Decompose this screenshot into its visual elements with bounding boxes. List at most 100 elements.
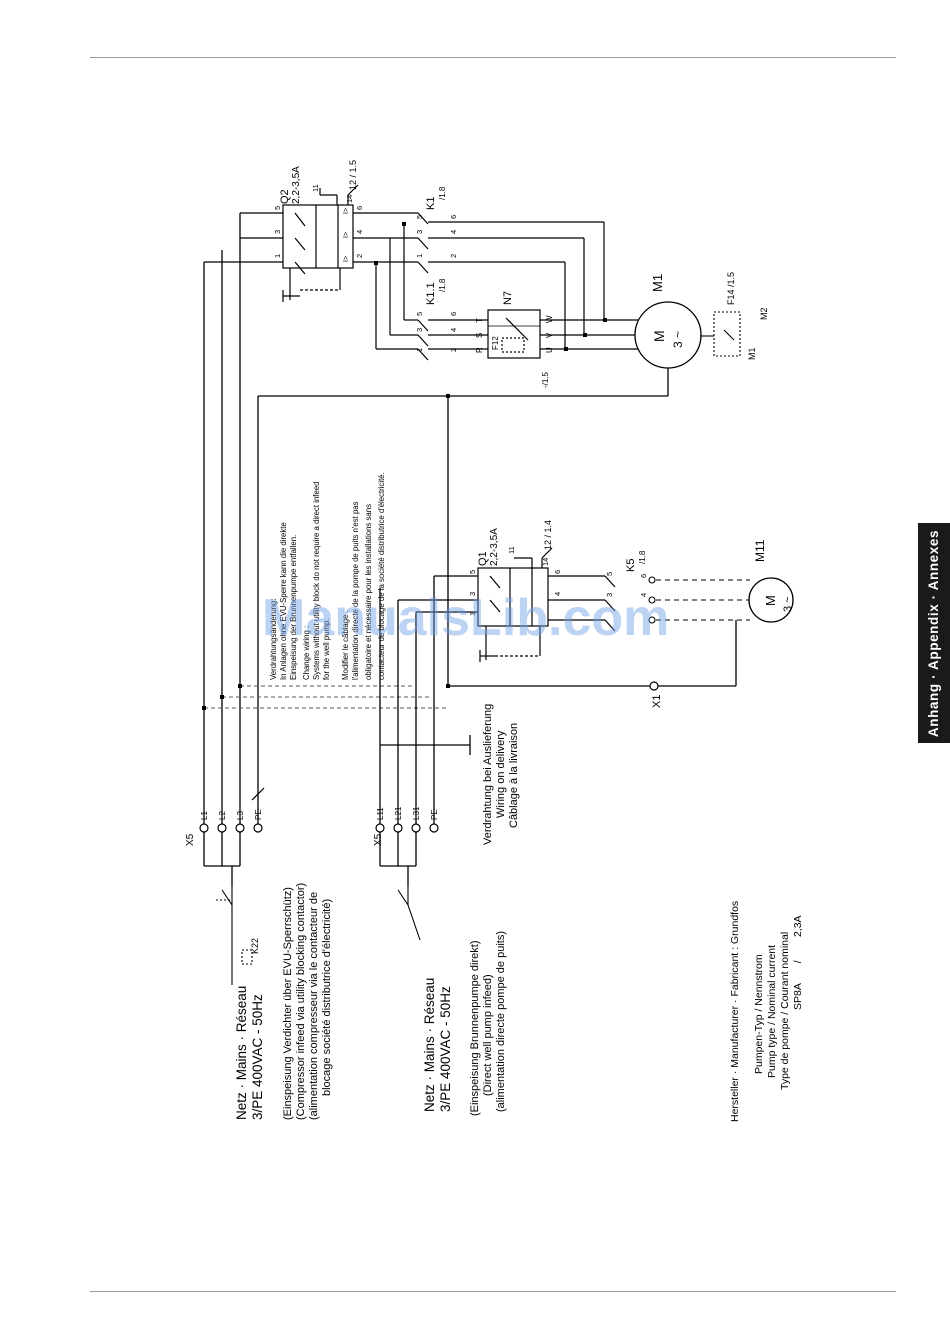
- supply1-notes: (Einspeisung Verdichter über EVU-Sperrsc…: [282, 883, 333, 1120]
- motor-m11: [748, 577, 794, 623]
- line-label-l11: L11: [376, 807, 385, 820]
- supply1-note3: (alimentation compresseur via le contact…: [308, 892, 320, 1120]
- n7-t: T: [475, 318, 484, 323]
- q2-t11: 11: [311, 184, 320, 192]
- k11-t6: 6: [449, 312, 458, 316]
- delivery-note: Verdrahtung bei Auslieferung Wiring on d…: [482, 704, 520, 845]
- k5-contactor: [604, 575, 616, 632]
- f12-ref: -/1.5: [541, 371, 550, 388]
- footer-rule: [90, 1291, 896, 1292]
- n7-u: U: [545, 347, 554, 353]
- line-label-l1: L1: [200, 811, 209, 820]
- q2-rating: 2,2-3,5A: [291, 166, 302, 204]
- q1-rating: 2,2-3,5A: [489, 528, 500, 566]
- wiring-change-l9: obligatoire et nécessaire pour les insta…: [364, 504, 373, 680]
- k5-t5: 5: [605, 572, 614, 576]
- q1-aux: 12 / 1.4: [543, 520, 553, 550]
- pe-slash: [251, 787, 265, 801]
- n7-s: S: [475, 333, 484, 338]
- k11-t3: 3: [415, 328, 424, 332]
- k1-contactor: [375, 212, 605, 349]
- m11-dashed-wires: [656, 579, 750, 621]
- supply2-note2: (Direct well pump infeed): [482, 974, 494, 1096]
- k5-t4: 4: [639, 593, 648, 597]
- delivery-dashed-links: [204, 685, 448, 709]
- q1-t4: 4: [553, 592, 562, 596]
- wiring-change-l2: In Anlagen ohne EVU-Sperre kann die dire…: [279, 522, 288, 680]
- supply2-title: Netz · Mains · Réseau 3/PE 400VAC - 50Hz: [422, 978, 453, 1112]
- q2-t1: 1: [273, 254, 282, 258]
- q2-t5: 5: [273, 206, 282, 210]
- q2-t3: 3: [273, 230, 282, 234]
- m11-label: M11: [753, 539, 767, 562]
- m1-thermal: [700, 311, 741, 357]
- k5-ref: /1.8: [638, 550, 647, 564]
- x5-upper-label: X5: [185, 833, 196, 846]
- header-rule: [90, 57, 896, 58]
- supply2-notes: (Einspeisung Brunnenpumpe direkt) (Direc…: [469, 931, 507, 1116]
- supply1-title: Netz · Mains · Réseau 3/PE 400VAC - 50Hz: [234, 986, 265, 1120]
- wiring-change-l8: l'alimentation directe de la pompe de pu…: [351, 501, 360, 680]
- supply2-lines: [379, 396, 737, 886]
- k5-label: K5: [625, 559, 637, 572]
- motor-m1: [634, 301, 702, 396]
- k22-label: K22: [250, 938, 260, 954]
- q2-t6: 6: [355, 206, 364, 210]
- q2-t4: 4: [355, 230, 364, 234]
- k5-t3: 3: [605, 593, 614, 597]
- n7-r: R: [475, 347, 484, 353]
- delivery-line3: Câblage à la livraison: [508, 723, 520, 828]
- q2-ig3: I>: [343, 208, 350, 214]
- line-label-pe2: PE: [430, 809, 439, 820]
- line-label-l3: L3: [236, 811, 245, 820]
- manufacturer-l2: Pumpen-Typ / Nennstrom: [753, 954, 765, 1074]
- f14-label: F14 /1.5: [726, 272, 736, 305]
- k11-label: K1.1: [425, 282, 437, 305]
- wiring-change-l1: Verdrahtungsänderung:: [269, 599, 278, 681]
- wiring-change-l10: contacteur de blocage de la société dist…: [377, 472, 386, 680]
- k22-symbol: [216, 886, 421, 985]
- n7-w: W: [545, 315, 554, 323]
- x5-lower-label: X5: [373, 833, 384, 846]
- supply1-title-line2: 3/PE 400VAC - 50Hz: [250, 994, 265, 1120]
- wiring-change-l7: Modifier le câblage :: [341, 610, 350, 680]
- n7-v: V: [545, 332, 554, 338]
- line-label-pe: PE: [254, 809, 263, 820]
- supply1-lines: [203, 212, 668, 886]
- supply2-title-line2: 3/PE 400VAC - 50Hz: [438, 986, 453, 1112]
- k11-n7-block: [376, 309, 644, 361]
- m11-motor-3: 3 ~: [782, 596, 794, 612]
- k11-t5: 5: [415, 312, 424, 316]
- k1-ref: /1.8: [438, 186, 447, 200]
- x1-label: X1: [651, 695, 663, 708]
- delivery-line2: Wiring on delivery: [495, 730, 507, 818]
- line-label-l2: L2: [218, 811, 227, 820]
- q2-aux: 12 / 1.5: [348, 160, 358, 190]
- component-labels: Q2 2,2-3,5A 12 / 1.5 K1 /1.8 K1.1 /1.8 N…: [273, 160, 794, 708]
- watermark: ManualsLib.com: [262, 589, 669, 647]
- q1-label: Q1: [477, 551, 489, 566]
- f12-label: F12: [491, 336, 500, 350]
- m11-motor-m: M: [763, 595, 778, 606]
- k1-label: K1: [425, 197, 437, 210]
- m1s-label: M1: [747, 347, 757, 360]
- wiring-change-l5: Systems without utility block do not req…: [312, 482, 321, 681]
- q2-t2: 2: [355, 254, 364, 258]
- k5-terminals: [648, 576, 656, 624]
- k1-t1: 1: [415, 254, 424, 258]
- k1-t2: 2: [449, 254, 458, 258]
- line-label-l31: L31: [412, 806, 421, 820]
- wiring-change-l4: Change wiring :: [302, 626, 311, 680]
- section-tab[interactable]: Anhang · Appendix · Annexes: [918, 523, 950, 743]
- k1-t6: 6: [449, 215, 458, 219]
- line-label-l21: L21: [394, 806, 403, 820]
- q2-ig1: I>: [343, 256, 350, 262]
- manufacturer-l4: Type de pompe / Courant nominal: [779, 932, 791, 1090]
- manufacturer-note: Hersteller · Manufacturer · Fabricant : …: [729, 901, 804, 1122]
- q1-t5: 5: [468, 570, 477, 574]
- delivery-line1: Verdrahtung bei Auslieferung: [482, 704, 494, 845]
- q1-t6: 6: [553, 570, 562, 574]
- k11-t2: 2: [449, 348, 458, 352]
- m1-motor-m: M: [651, 330, 667, 342]
